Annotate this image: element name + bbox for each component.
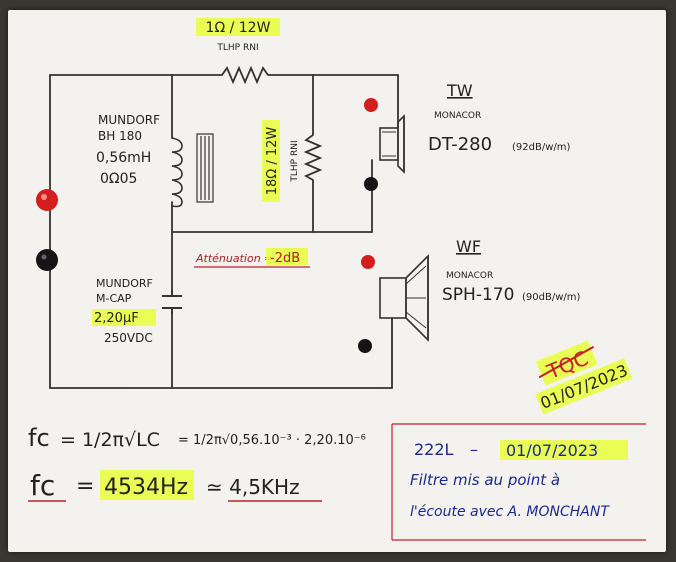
- capacitor-value: 2,20µF: [94, 311, 139, 326]
- tweeter-model: DT-280: [428, 134, 492, 155]
- formula-line2-lhs: fc: [30, 469, 55, 502]
- tqc-stamp: TQC 01/07/2023: [535, 340, 633, 415]
- tweeter-terminal-plus: [364, 98, 378, 112]
- capacitor-voltage: 250VDC: [104, 331, 153, 345]
- capacitor-value-highlight: [92, 309, 156, 326]
- inductor-brand: MUNDORF: [98, 113, 160, 127]
- woofer-sensitivity: (90dB/w/m): [522, 292, 580, 303]
- top-resistor-symbol: [221, 65, 269, 85]
- note-line1-sep: –: [470, 440, 478, 459]
- note-line1-b: 01/07/2023: [506, 441, 598, 460]
- paper-sheet: [8, 10, 666, 552]
- top-resistor-type: TLHP RNI: [216, 43, 258, 53]
- formula-line1-b: = 1/2π√0,56.10⁻³ · 2,20.10⁻⁶: [178, 433, 366, 448]
- woofer-terminal-minus: [358, 339, 372, 353]
- note-line3: l'écoute avec A. MONCHANT: [410, 504, 610, 520]
- formula-line2-approx: ≃ 4,5KHz: [206, 475, 300, 499]
- inductor-value: 0,56mH: [96, 150, 151, 166]
- shunt-resistor-value-highlight: [262, 120, 280, 202]
- capacitor-brand: MUNDORF: [96, 277, 153, 290]
- woofer-tag: WF: [456, 237, 481, 256]
- formula-line1-lhs: fc: [28, 424, 50, 452]
- top-resistor-value: 1Ω / 12W: [206, 20, 271, 36]
- tweeter-tag: TW: [446, 81, 473, 100]
- input-terminal-plus-glint: [41, 194, 47, 200]
- woofer-model: SPH-170: [442, 285, 514, 305]
- woofer-terminal-plus: [361, 255, 375, 269]
- top-resistor-value-highlight: [196, 18, 280, 36]
- woofer-symbol: [379, 254, 429, 342]
- formula-line2-eq: =: [76, 474, 94, 499]
- attenuation-value: -2dB: [270, 251, 300, 266]
- tqc-strike: [538, 345, 595, 379]
- shunt-resistor-symbol: [303, 134, 323, 181]
- note-line1-a: 222L: [414, 440, 454, 459]
- woofer-brand: MONACOR: [446, 271, 493, 281]
- inductor-model: BH 180: [98, 129, 142, 143]
- input-terminal-plus: [36, 189, 58, 211]
- formula-value-highlight: [100, 470, 194, 500]
- formula-line1-a: = 1/2π√LC: [60, 429, 160, 451]
- tweeter-terminal-minus: [364, 177, 378, 191]
- note-line2: Filtre mis au point à: [410, 471, 560, 489]
- capacitor-symbol: [162, 290, 182, 314]
- attenuation-label: Atténuation =: [195, 252, 273, 265]
- shunt-resistor-value: 18Ω / 12W: [265, 127, 280, 196]
- inductor-coil: [171, 137, 183, 208]
- input-terminal-minus: [36, 249, 58, 271]
- tweeter-sensitivity: (92dB/w/m): [512, 142, 570, 153]
- input-terminal-minus-glint: [41, 254, 47, 260]
- note-date-highlight: [500, 440, 628, 460]
- tweeter-brand: MONACOR: [434, 111, 481, 121]
- tqc-date-highlight: [535, 358, 633, 415]
- inductor-resistance: 0Ω05: [100, 171, 137, 187]
- inductor-core: [196, 133, 214, 203]
- attenuation-value-highlight: [266, 248, 308, 265]
- shunt-resistor-type: TLHP RNI: [290, 140, 300, 182]
- formula-line2-value: 4534Hz: [104, 475, 188, 500]
- note-box: [391, 423, 646, 541]
- tweeter-symbol: [379, 114, 405, 174]
- capacitor-model: M-CAP: [96, 292, 132, 305]
